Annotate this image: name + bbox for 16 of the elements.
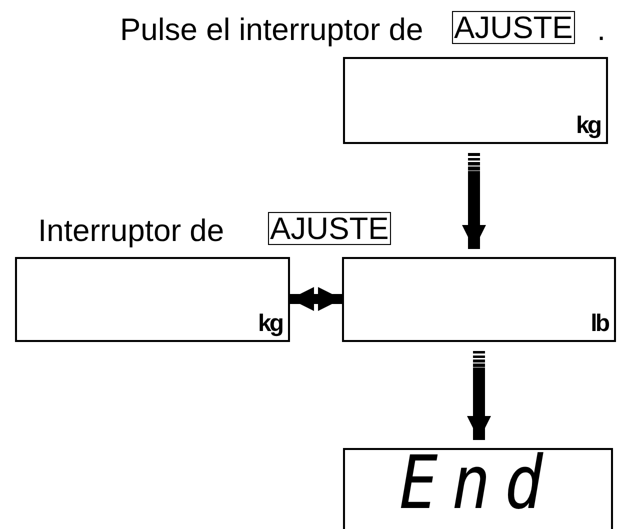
arrow <box>462 153 486 249</box>
arrow <box>467 351 491 440</box>
key-name: AJUSTE <box>268 212 391 245</box>
double-arrow <box>290 287 342 311</box>
instruction-text: . <box>597 14 606 45</box>
display-panel <box>342 257 616 342</box>
display-readout: End <box>398 447 558 521</box>
unit-label: kg <box>576 114 600 138</box>
key-name: AJUSTE <box>452 11 575 44</box>
display-panel <box>343 448 613 529</box>
display-panel <box>15 257 290 342</box>
instruction-text: Interruptor de <box>38 215 224 246</box>
unit-label: lb <box>590 312 608 336</box>
display-panel <box>343 57 608 144</box>
unit-label: kg <box>258 312 282 336</box>
instruction-text: Pulse el interruptor de <box>120 14 424 45</box>
